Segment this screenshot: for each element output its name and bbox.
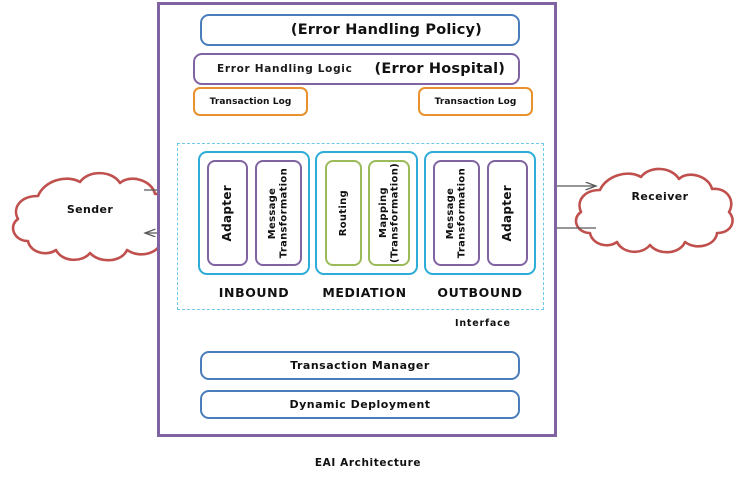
cell-mediation-routing-label: Routing xyxy=(337,189,349,237)
diagram-caption: EAI Architecture xyxy=(314,457,422,469)
sender-label: Sender xyxy=(66,203,114,216)
receiver-cloud-shape xyxy=(574,167,734,254)
error-handling-policy-label: (Error Handling Policy) xyxy=(290,22,482,38)
cell-inbound-message-transformation[interactable]: Message Transformation xyxy=(255,160,302,266)
cell-mediation-mapping[interactable]: Mapping (Transformation) xyxy=(368,160,410,266)
transaction-manager-label: Transaction Manager xyxy=(290,359,430,372)
cell-mediation-routing[interactable]: Routing xyxy=(325,160,362,266)
cell-mediation-mapping-label: Mapping (Transformation) xyxy=(377,163,401,263)
cell-outbound-message-transformation-label: Message Transformation xyxy=(445,167,468,259)
dynamic-deployment-label: Dynamic Deployment xyxy=(289,398,431,411)
cell-inbound-adapter-label: Adapter xyxy=(219,184,234,242)
cell-inbound-message-transformation-label: Message Transformation xyxy=(267,167,290,259)
transaction-manager-box[interactable]: Transaction Manager xyxy=(200,351,520,380)
group-label-inbound: INBOUND xyxy=(218,285,290,300)
cell-outbound-message-transformation[interactable]: Message Transformation xyxy=(433,160,480,266)
group-label-mediation: MEDIATION xyxy=(322,285,407,300)
cell-outbound-adapter-label: Adapter xyxy=(499,184,514,242)
receiver-label: Receiver xyxy=(631,190,689,203)
transaction-log-inbound-label: Transaction Log xyxy=(209,96,292,107)
group-label-outbound: OUTBOUND xyxy=(437,285,523,300)
cell-outbound-adapter[interactable]: Adapter xyxy=(487,160,528,266)
dynamic-deployment-box[interactable]: Dynamic Deployment xyxy=(200,390,520,419)
transaction-log-inbound-box[interactable]: Transaction Log xyxy=(193,87,308,116)
cell-inbound-adapter[interactable]: Adapter xyxy=(207,160,248,266)
interface-label: Interface xyxy=(455,318,511,329)
error-handling-policy-box[interactable]: (Error Handling Policy) xyxy=(200,14,520,46)
transaction-log-outbound-box[interactable]: Transaction Log xyxy=(418,87,533,116)
error-hospital-box[interactable]: Error Handling Logic (Error Hospital) xyxy=(193,53,520,85)
transaction-log-outbound-label: Transaction Log xyxy=(434,96,517,107)
error-hospital-label: (Error Hospital) xyxy=(374,61,506,77)
error-handling-logic-label: Error Handling Logic xyxy=(217,63,353,75)
sender-cloud-shape xyxy=(11,171,179,262)
